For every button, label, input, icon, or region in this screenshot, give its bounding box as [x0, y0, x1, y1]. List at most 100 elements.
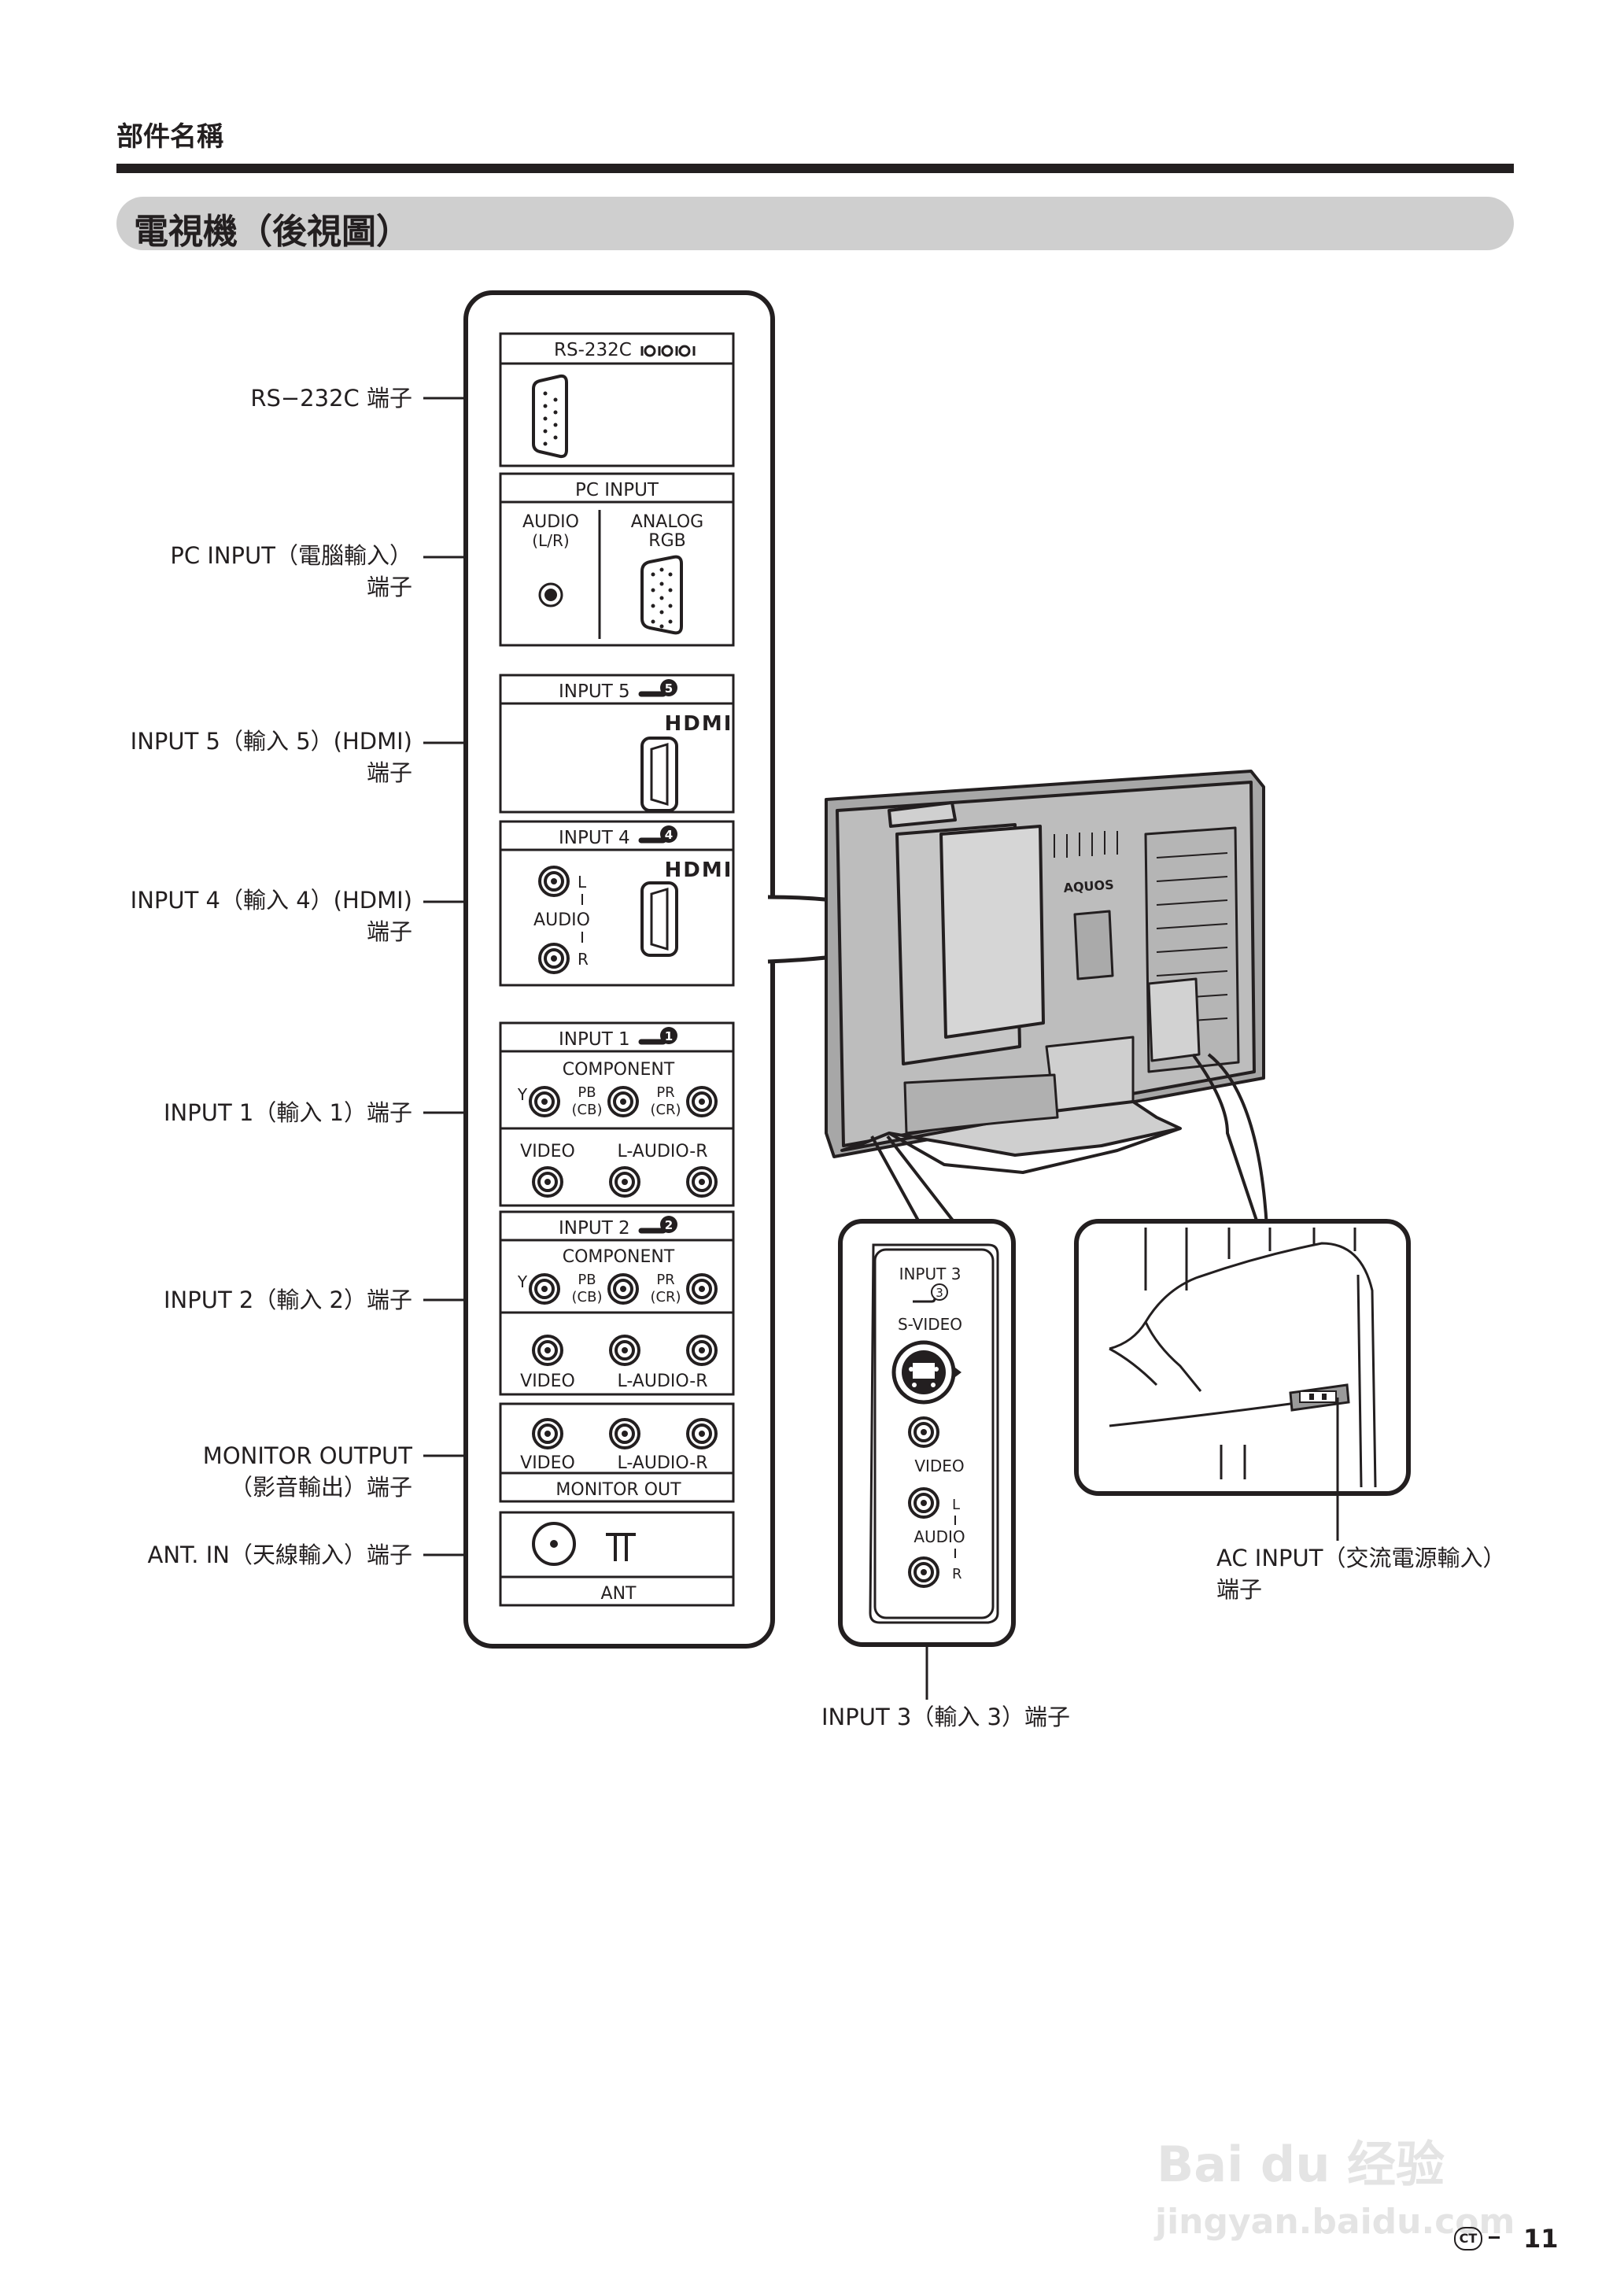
vga-port	[640, 555, 683, 635]
video-label: VIDEO	[520, 1372, 575, 1391]
pc-audio-jack	[538, 582, 563, 607]
pb-label: PB	[578, 1084, 596, 1101]
l-label: L	[578, 873, 587, 892]
audio-r-jack	[908, 1556, 939, 1588]
svideo-label: S-VIDEO	[898, 1315, 962, 1334]
header-rule	[116, 164, 1514, 173]
input5-number-icon: 5	[638, 679, 677, 697]
pc-lr-label: (L/R)	[532, 531, 569, 550]
ac-zoom-connector	[1191, 1053, 1268, 1228]
callout-input5-line2: 端子	[366, 759, 412, 786]
cr-label: (CR)	[650, 1289, 681, 1305]
ac-socket	[1289, 1383, 1350, 1412]
monitor-out-label: MONITOR OUT	[555, 1480, 681, 1500]
language-code-badge: CT	[1454, 2227, 1482, 2251]
cb-label: (CB)	[572, 1102, 603, 1118]
callout-monitor-output-line2: （影音輸出）端子	[229, 1474, 412, 1501]
input2-number-icon: 2	[638, 1216, 677, 1234]
title-banner: 電視機（後視圖）	[116, 197, 1514, 252]
side-l-label: L	[952, 1497, 960, 1513]
component-label: COMPONENT	[563, 1060, 675, 1080]
page-number-dash	[1489, 2236, 1500, 2239]
svg-text:3: 3	[936, 1286, 943, 1300]
video-jack	[908, 1416, 939, 1448]
audio-l-jack	[908, 1487, 939, 1519]
callout-ac-input: AC INPUT（交流電源輸入） 端子	[1216, 1542, 1505, 1605]
r-label: R	[578, 950, 589, 969]
ant-section: ANT	[499, 1511, 735, 1607]
audio-label: AUDIO	[533, 910, 590, 930]
callout-ac-input-line2: 端子	[1216, 1576, 1263, 1603]
l-audio-r-label: L-AUDIO-R	[617, 1372, 707, 1391]
input1-section: INPUT 1 1 COMPONENT Y PB (CB) PR (CR) VI…	[499, 1021, 735, 1207]
monitor-out-section: VIDEO L-AUDIO-R MONITOR OUT	[499, 1402, 735, 1503]
side-video-label: VIDEO	[914, 1457, 964, 1475]
input3-side-panel: INPUT 3 3 S-VIDEO VIDEO L AUDIO R	[838, 1219, 1016, 1647]
hdmi-port	[640, 881, 678, 957]
input2-label: INPUT 2	[559, 1218, 630, 1239]
l-audio-r-label: L-AUDIO-R	[617, 1142, 707, 1161]
analog-label: ANALOG	[631, 512, 703, 532]
input4-section: INPUT 4 4 HDMI L AUDIO R	[499, 820, 735, 987]
pr-label: PR	[656, 1084, 674, 1101]
input3-number-icon: 3	[913, 1283, 948, 1303]
terminal-panel: RS-232C PC INPUT AUDIO (L/R)	[463, 290, 775, 1649]
pc-input-section: PC INPUT AUDIO (L/R) ANALOG RGB	[499, 472, 735, 647]
callout-input4-line1: INPUT 4（輸入 4）(HDMI)	[130, 887, 412, 914]
callout-pc-input-line1: PC INPUT（電腦輸入）	[170, 542, 412, 569]
y-label: Y	[517, 1085, 528, 1104]
audio-r-jack	[538, 943, 570, 974]
svideo-jack	[891, 1340, 961, 1405]
side-audio-label: AUDIO	[914, 1527, 965, 1546]
callout-monitor-output: MONITOR OUTPUT （影音輸出）端子	[203, 1440, 412, 1503]
ac-input-zoom	[1074, 1219, 1411, 1496]
l-audio-r-label: L-AUDIO-R	[617, 1453, 707, 1473]
pc-audio-label: AUDIO	[522, 512, 579, 532]
tv-rear-illustration: AQUOS	[825, 770, 1265, 1174]
svg-text:5: 5	[665, 681, 673, 696]
hdmi-logo: HDMI	[665, 858, 733, 882]
input5-section: INPUT 5 5 HDMI	[499, 674, 735, 814]
callout-input4: INPUT 4（輸入 4）(HDMI) 端子	[131, 884, 412, 947]
callout-pc-input: PC INPUT（電腦輸入） 端子	[170, 540, 412, 603]
antenna-icon	[606, 1533, 636, 1561]
video-label: VIDEO	[520, 1453, 575, 1473]
input2-section: INPUT 2 2 COMPONENT Y PB (CB) PR (CR) VI…	[499, 1210, 735, 1396]
input4-label: INPUT 4	[559, 828, 630, 848]
callout-input4-line2: 端子	[366, 918, 412, 945]
input1-number-icon: 1	[638, 1027, 677, 1045]
input1-label: INPUT 1	[559, 1029, 630, 1050]
callout-ac-input-line1: AC INPUT（交流電源輸入）	[1216, 1545, 1506, 1571]
input5-label: INPUT 5	[559, 681, 630, 702]
callout-input5-line1: INPUT 5（輸入 5）(HDMI)	[130, 728, 412, 755]
input3-label: INPUT 3	[899, 1265, 961, 1283]
pb-label: PB	[578, 1272, 596, 1288]
callout-monitor-output-line1: MONITOR OUTPUT	[202, 1442, 412, 1469]
pc-input-label: PC INPUT	[575, 480, 659, 500]
component-label: COMPONENT	[563, 1247, 675, 1267]
audio-l-jack	[538, 866, 570, 897]
side-zoom-connector	[870, 1135, 960, 1229]
callout-pc-input-line2: 端子	[366, 574, 412, 600]
video-label: VIDEO	[520, 1142, 575, 1161]
callout-input3: INPUT 3（輸入 3）端子	[821, 1704, 1071, 1730]
rs232c-port	[532, 374, 568, 459]
callout-input5: INPUT 5（輸入 5）(HDMI) 端子	[131, 726, 412, 788]
side-r-label: R	[952, 1566, 962, 1582]
callout-input1: INPUT 1（輸入 1）端子	[163, 1099, 412, 1126]
page-number: 11	[1523, 2224, 1559, 2254]
serial-icon	[640, 345, 696, 357]
cb-label: (CB)	[572, 1289, 603, 1305]
page-title: 電視機（後視圖）	[134, 212, 411, 252]
callout-ant-in: ANT. IN（天線輸入）端子	[147, 1542, 413, 1568]
hdmi-logo: HDMI	[665, 712, 733, 736]
aquos-logo: AQUOS	[1063, 877, 1114, 895]
svg-text:4: 4	[665, 828, 673, 842]
callout-input2: INPUT 2（輸入 2）端子	[163, 1287, 412, 1313]
antenna-jack	[532, 1522, 576, 1566]
svg-text:2: 2	[665, 1218, 673, 1232]
watermark-logo: Bai du 经验	[1157, 2136, 1445, 2193]
pr-label: PR	[656, 1272, 674, 1288]
y-label: Y	[517, 1272, 528, 1291]
